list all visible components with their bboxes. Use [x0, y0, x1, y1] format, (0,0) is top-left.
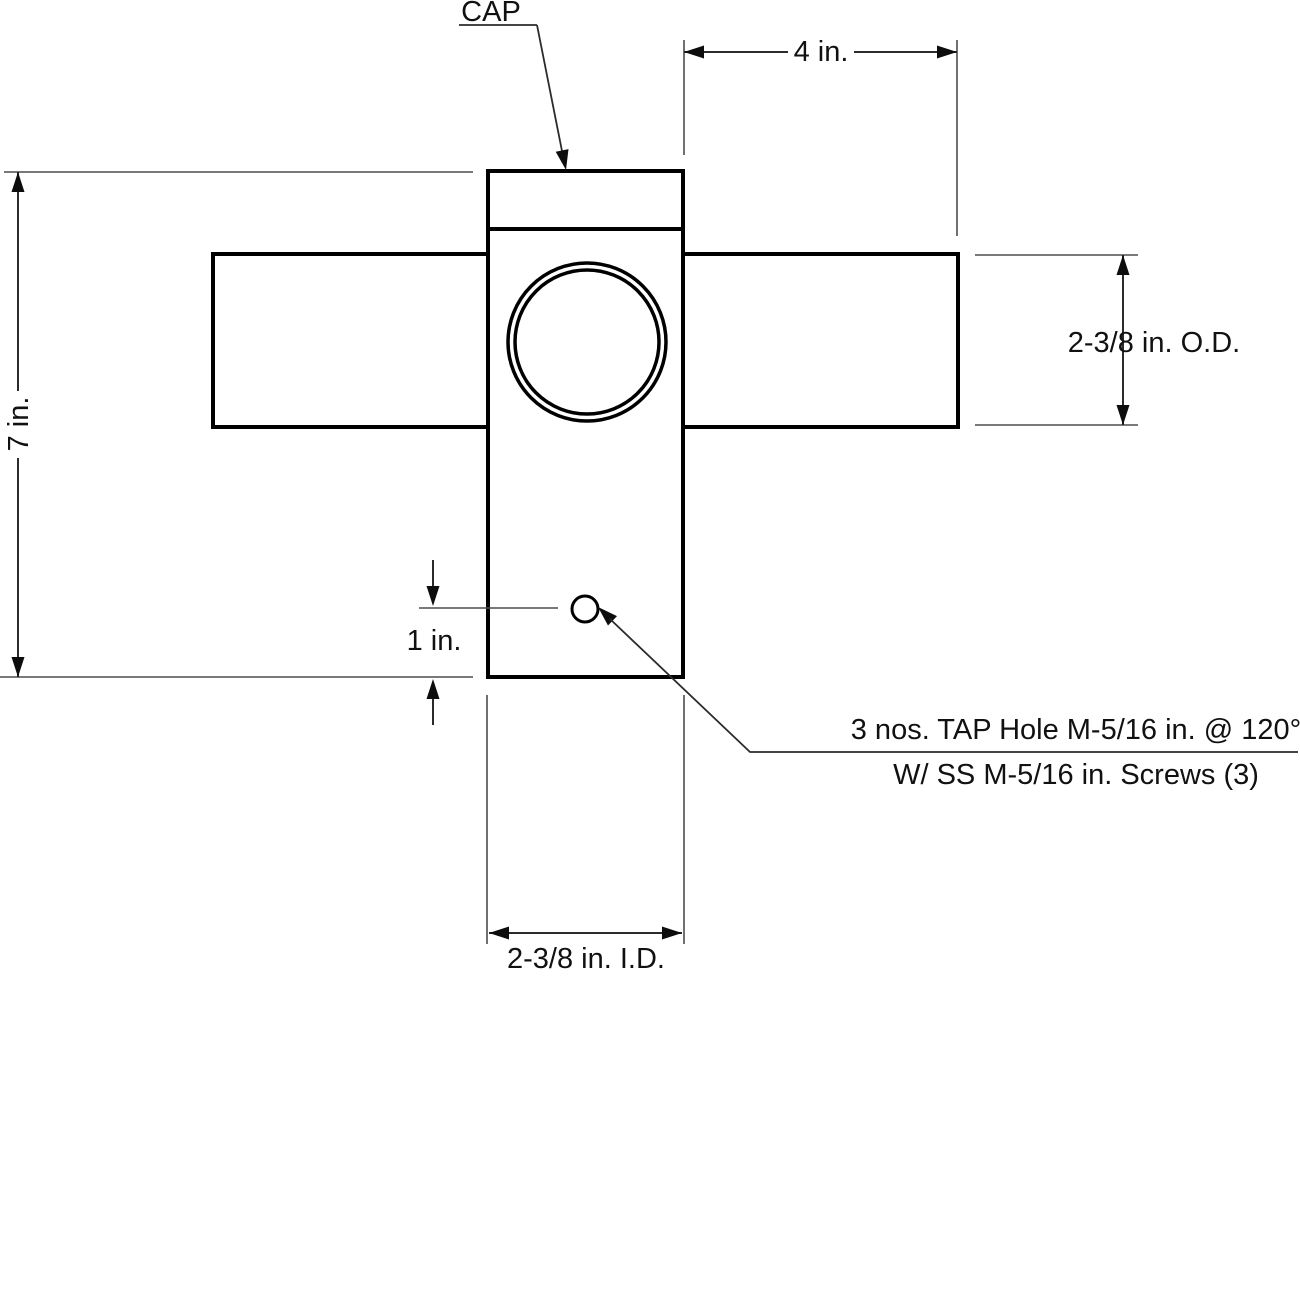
dim-7in: 7 in.: [0, 171, 473, 678]
dim-1in-arrowhead-down-icon: [426, 586, 440, 606]
dim-7in-arrowhead-up-icon: [11, 172, 25, 192]
cap-label: CAP: [461, 0, 521, 28]
dim-4in: 4 in.: [683, 36, 958, 236]
tap-note-line1: 3 nos. TAP Hole M-5/16 in. @ 120°: [851, 714, 1300, 746]
fitting-outline: [211, 169, 960, 679]
dim-7in-label: 7 in.: [3, 397, 35, 452]
cap-leader-arrowhead-icon: [555, 149, 569, 170]
cap-leader-line: [536, 24, 563, 152]
dim-4in-label: 4 in.: [794, 36, 849, 68]
right-arm-outline: [681, 252, 960, 429]
dim-id-arrowhead-left-icon: [489, 926, 509, 940]
dim-od-label: 2-3/8 in. O.D.: [1068, 327, 1240, 359]
dim-4in-arrowhead-right-icon: [937, 45, 957, 59]
dim-od: 2-3/8 in. O.D.: [975, 254, 1240, 426]
pipe-opening-inner-circle: [513, 268, 661, 416]
dim-1in: 1 in.: [407, 560, 558, 725]
dim-1in-arrowhead-up-icon: [426, 679, 440, 699]
tap-note-callout: 3 nos. TAP Hole M-5/16 in. @ 120° W/ SS …: [598, 607, 1300, 791]
dim-7in-arrowhead-down-icon: [11, 657, 25, 677]
dim-id-arrowhead-right-icon: [662, 926, 682, 940]
tap-note-line2: W/ SS M-5/16 in. Screws (3): [893, 759, 1259, 791]
tap-hole-circle: [570, 594, 600, 624]
dim-od-arrowhead-up-icon: [1116, 255, 1130, 275]
dim-1in-label: 1 in.: [407, 625, 462, 657]
body-tube-outline: [486, 169, 685, 679]
cap-callout: CAP: [459, 0, 569, 170]
dim-id-label: 2-3/8 in. I.D.: [507, 943, 665, 975]
pipe-opening-outer-circle: [506, 261, 668, 423]
dim-od-arrowhead-down-icon: [1116, 405, 1130, 425]
dim-4in-arrowhead-left-icon: [684, 45, 704, 59]
tap-note-leader-line: [609, 618, 1298, 753]
dim-id: 2-3/8 in. I.D.: [486, 695, 685, 975]
left-arm-outline: [211, 252, 490, 429]
